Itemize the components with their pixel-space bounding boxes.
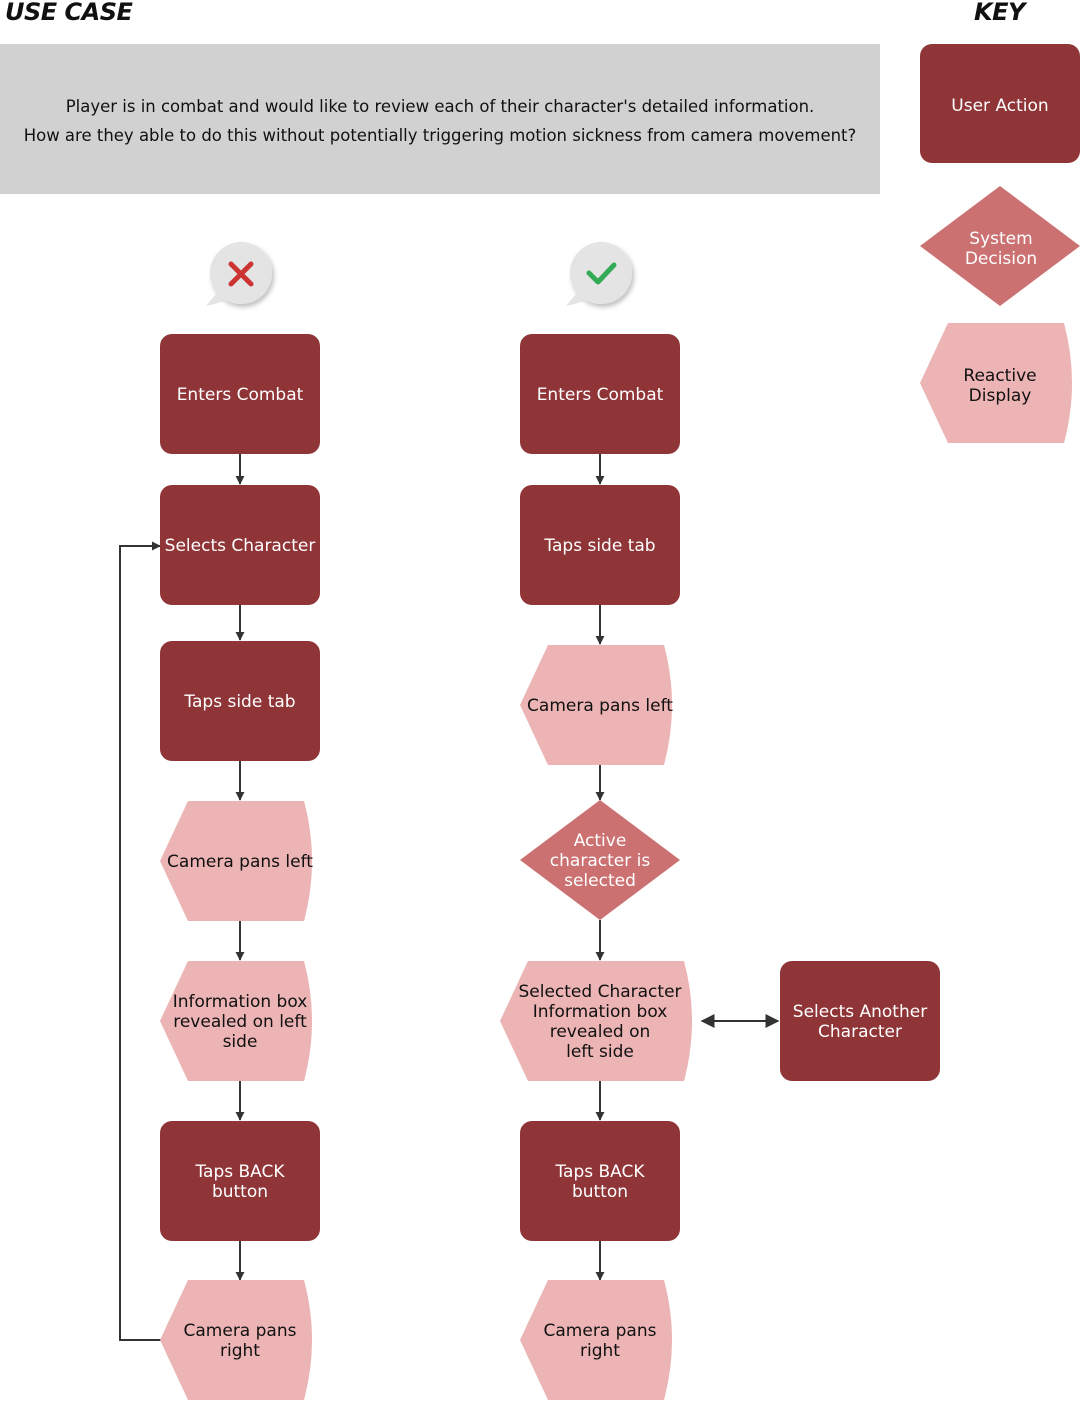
- flow-good-node-2: Taps side tab: [520, 485, 680, 605]
- flow-bad-node-5-label: revealed on left: [173, 1012, 307, 1032]
- flow-bad-node-3: Taps side tab: [160, 641, 320, 761]
- flow-good-node-5-label: Information box: [533, 1002, 668, 1022]
- cross-icon: [206, 242, 272, 306]
- flow-bad-node-1-label: Enters Combat: [177, 385, 304, 405]
- flow-good-node-5-label: Selected Character: [518, 982, 681, 1002]
- flow-good-node-1-shape: [520, 334, 680, 454]
- flow-bad-node-5-label: side: [223, 1032, 258, 1052]
- key-reactive-display: Reactive Display: [920, 323, 1072, 443]
- flow-good-node-7-shape: [520, 1280, 672, 1400]
- flow-good-side-node-label: Character: [818, 1022, 902, 1042]
- flow-good-node-4-label: Active: [574, 831, 627, 851]
- flow-good-node-3-shape: [520, 645, 672, 765]
- flow-bad-node-5-shape: [160, 961, 312, 1081]
- flow-good-node-1: Enters Combat: [520, 334, 680, 454]
- flow-good-node-4-label: selected: [564, 871, 636, 891]
- key-system-decision-label-1: System: [969, 229, 1032, 249]
- key-reactive-display-label-2: Display: [969, 386, 1032, 406]
- flow-good-node-6-shape: [520, 1121, 680, 1241]
- flow-bad-node-4-label: Camera pans left: [167, 852, 313, 872]
- key-user-action: User Action: [920, 44, 1080, 163]
- key-user-action-label: User Action: [951, 96, 1048, 116]
- flow-bad-node-7-label: right: [220, 1341, 260, 1361]
- flow-bad-node-4: Camera pans left: [160, 801, 313, 921]
- use-case-line-1: Player is in combat and would like to re…: [66, 97, 815, 116]
- flow-bad-node-6-label: Taps BACK: [194, 1162, 285, 1182]
- key-reactive-display-label-1: Reactive: [963, 366, 1036, 386]
- flow-good-node-3: Camera pans left: [520, 645, 673, 765]
- flow-bad-node-7-label: Camera pans: [184, 1321, 297, 1341]
- flow-bad-node-1: Enters Combat: [160, 334, 320, 454]
- key-legend: User Action System Decision Reactive Dis…: [920, 44, 1080, 443]
- flow-good-node-3-label: Camera pans left: [527, 696, 673, 716]
- use-case-banner: Player is in combat and would like to re…: [0, 44, 880, 194]
- flow-good-node-2-label: Taps side tab: [543, 536, 655, 556]
- key-system-decision-label-2: Decision: [965, 249, 1037, 269]
- flow-good-side-node-label: Selects Another: [793, 1002, 927, 1022]
- flow-bad-node-5-label: Information box: [173, 992, 308, 1012]
- flow-good-node-5-label: left side: [566, 1042, 634, 1062]
- flow-good-node-7-label: right: [580, 1341, 620, 1361]
- use-case-line-2: How are they able to do this without pot…: [24, 126, 857, 145]
- key-system-decision: System Decision: [920, 186, 1080, 306]
- key-heading: KEY: [974, 0, 1028, 26]
- flow-bad-node-3-label: Taps side tab: [183, 692, 295, 712]
- flow-good-node-5-label: revealed on: [550, 1022, 651, 1042]
- flow-good-node-1-label: Enters Combat: [537, 385, 664, 405]
- flow-bad-node-2: Selects Character: [160, 485, 320, 605]
- flow-bad-node-4-shape: [160, 801, 312, 921]
- flow-good-node-2-shape: [520, 485, 680, 605]
- flow-good-connectors: [595, 454, 780, 1281]
- flow-good-node-6-label: button: [572, 1182, 628, 1202]
- flow-good-node-7-label: Camera pans: [544, 1321, 657, 1341]
- flow-good-node-4-shape: [520, 800, 680, 920]
- loop-back-connector: [119, 541, 162, 1341]
- flow-good-side-node-shape: [780, 961, 940, 1081]
- flow-good-node-4-label: character is: [550, 851, 651, 871]
- flow-bad-node-2-shape: [160, 485, 320, 605]
- flow-good-node-6-label: Taps BACK: [554, 1162, 645, 1182]
- flow-bad-node-7-shape: [160, 1280, 312, 1400]
- check-icon: [566, 242, 632, 306]
- use-case-heading: USE CASE: [5, 0, 133, 26]
- flow-bad-node-6-shape: [160, 1121, 320, 1241]
- flow-bad-node-1-shape: [160, 334, 320, 454]
- flow-bad-node-6-label: button: [212, 1182, 268, 1202]
- flow-bad-node-3-shape: [160, 641, 320, 761]
- flow-bad-node-2-label: Selects Character: [165, 536, 316, 556]
- flow-good-node-5-shape: [500, 961, 692, 1081]
- flow-bad-connectors: [119, 454, 245, 1341]
